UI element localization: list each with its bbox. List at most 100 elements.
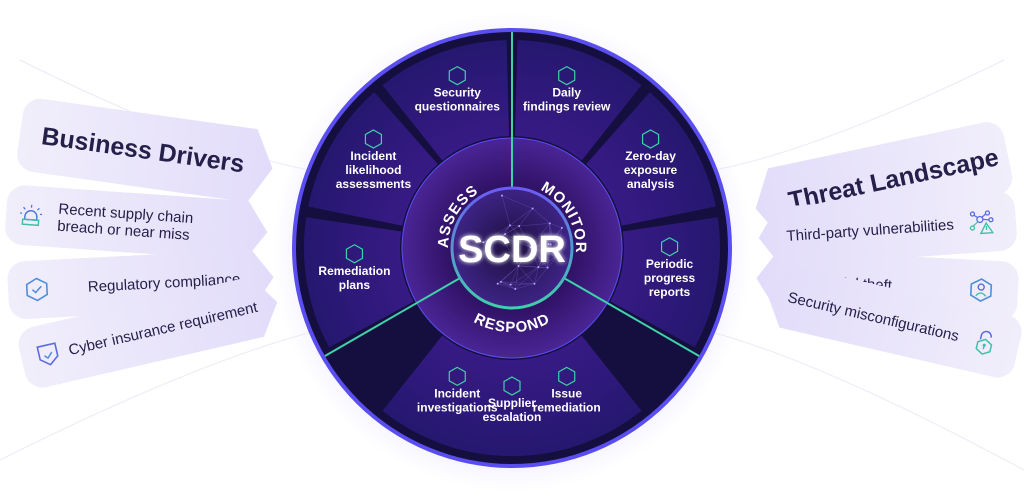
unlocked-padlock-icon xyxy=(969,327,1000,358)
mesh-link xyxy=(490,225,511,246)
converge-arrows-icon xyxy=(558,366,576,387)
segment-label-line: Zero-day xyxy=(625,149,676,163)
mesh-link xyxy=(501,195,511,226)
segment-labels: SecurityquestionnairesIncidentlikelihood… xyxy=(318,65,696,424)
phase-divider-line xyxy=(563,277,700,357)
mesh-link xyxy=(518,247,531,267)
mesh-link xyxy=(501,225,511,238)
segment-label-line: Daily xyxy=(552,86,581,100)
segment-label-line: Incident xyxy=(350,149,396,163)
mesh-link xyxy=(530,223,550,248)
mesh-link xyxy=(547,244,551,268)
business-driver-item: Cyber insurance requirement xyxy=(15,272,284,391)
check-hexagon-icon xyxy=(23,276,50,303)
mesh-link xyxy=(518,265,548,268)
mesh-node xyxy=(500,235,503,238)
mesh-link xyxy=(490,236,502,246)
mesh-link xyxy=(538,266,548,268)
gauge-hexagon-icon xyxy=(364,129,383,149)
segment-label-line: Periodic xyxy=(646,257,694,271)
mesh-node xyxy=(546,266,549,269)
segment-label-line: likelihood xyxy=(345,163,401,177)
mesh-node xyxy=(517,264,520,267)
arrow-up-right-hexagon-icon xyxy=(503,376,521,396)
user-hexagon-icon xyxy=(967,276,994,303)
mesh-link xyxy=(518,225,531,248)
mesh-link xyxy=(530,243,549,248)
mesh-node xyxy=(514,288,517,291)
core-circle xyxy=(450,186,574,310)
mesh-link xyxy=(510,284,516,290)
mesh-node xyxy=(529,246,532,249)
documents-icon xyxy=(345,244,364,264)
segment-label-line: remediation xyxy=(533,400,601,414)
segment-tile xyxy=(382,40,510,161)
mesh-link xyxy=(501,195,533,209)
mesh-link xyxy=(509,225,531,248)
magnifier-icon xyxy=(558,65,576,86)
mesh-node xyxy=(489,243,492,246)
mesh-link xyxy=(504,233,531,248)
mesh-link xyxy=(534,267,548,284)
report-window-icon xyxy=(660,237,679,257)
mesh-link xyxy=(534,267,539,284)
mesh-link xyxy=(538,243,549,268)
segment-label-line: assessments xyxy=(336,177,412,191)
mesh-link xyxy=(518,265,539,268)
mesh-node xyxy=(504,233,507,236)
segment-label-line: questionnaires xyxy=(415,100,501,114)
mesh-link xyxy=(500,281,535,285)
mesh-link xyxy=(547,243,549,268)
segment-label-line: findings review xyxy=(523,100,611,114)
mesh-link xyxy=(549,223,562,229)
segment-label-line: Security xyxy=(434,86,482,100)
mesh-link xyxy=(510,283,535,285)
segment-tile xyxy=(308,92,438,226)
mesh-link xyxy=(500,281,516,290)
segment-tile xyxy=(304,217,414,348)
mesh-link xyxy=(530,247,557,257)
mesh-node xyxy=(537,266,540,269)
segment-label-line: Issue xyxy=(551,386,582,400)
mesh-link xyxy=(518,265,535,284)
mesh-node xyxy=(508,224,511,227)
mesh-link xyxy=(548,223,551,245)
network-warning-icon xyxy=(967,209,995,237)
mesh-link xyxy=(500,281,511,285)
mesh-node xyxy=(500,194,503,197)
mesh-link xyxy=(490,233,506,246)
mesh-link xyxy=(515,266,539,290)
mesh-link xyxy=(550,227,563,245)
mesh-node xyxy=(555,255,558,258)
threat-item: Credential theft xyxy=(755,248,1020,322)
segment-label-line: plans xyxy=(339,278,371,292)
mesh-link xyxy=(532,208,550,224)
mesh-link xyxy=(548,243,557,257)
mesh-link xyxy=(514,265,519,290)
business-driver-item: Regulatory compliance xyxy=(6,248,275,320)
mesh-node xyxy=(531,207,534,210)
segment-label-line: reports xyxy=(649,285,691,299)
threat-item: Security misconfigurations xyxy=(759,261,1024,381)
mesh-link xyxy=(483,233,506,243)
mesh-link xyxy=(530,244,551,248)
mesh-link xyxy=(483,225,511,243)
segment-tile xyxy=(514,40,642,161)
segment-label-line: Remediation xyxy=(318,264,390,278)
segment-label-line: investigations xyxy=(417,400,498,414)
segment-tile xyxy=(514,335,642,456)
segment-label-line: escalation xyxy=(483,410,542,424)
mesh-link xyxy=(538,244,551,268)
segment-label-line: exposure xyxy=(624,163,678,177)
mesh-link xyxy=(497,265,519,284)
mesh-node xyxy=(548,222,551,225)
threat-item: Third-party vulnerabilities xyxy=(757,190,1019,268)
mesh-link xyxy=(547,256,557,268)
mesh-link xyxy=(504,225,520,235)
segment-label-line: Supplier xyxy=(488,396,536,410)
question-hexagon-icon xyxy=(448,65,466,86)
mesh-link xyxy=(555,227,563,257)
business-driver-item: Recent supply chain breach or near miss xyxy=(4,184,270,262)
